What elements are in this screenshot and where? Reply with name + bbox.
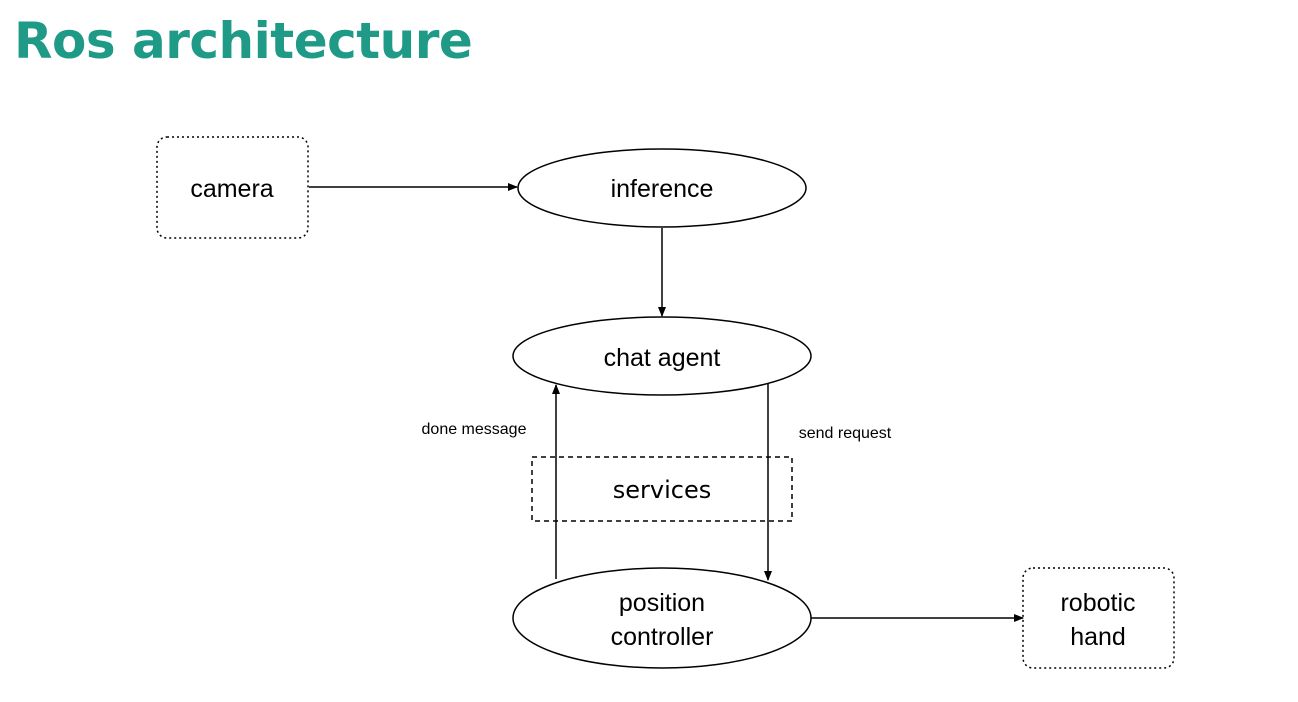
camera-label: camera — [190, 175, 273, 203]
robotic-hand-node-box — [1022, 567, 1175, 669]
robotic-hand-label-line1: robotic — [1060, 589, 1135, 617]
position-controller-label-line1: position — [619, 589, 705, 617]
send-request-label: send request — [799, 425, 892, 442]
camera-node-box — [156, 136, 309, 239]
done-message-label: done message — [422, 421, 527, 438]
robotic-hand-node: robotic hand — [1022, 567, 1175, 669]
chat-agent-node-shape — [512, 316, 812, 396]
slide-title: Ros architecture — [14, 12, 473, 70]
services-node-box — [531, 456, 793, 522]
robotic-hand-label-line2: hand — [1070, 623, 1126, 651]
services-node: services — [531, 456, 793, 522]
position-controller-label-line2: controller — [611, 623, 714, 651]
position-controller-node: position controller — [512, 567, 812, 669]
chat-agent-node: chat agent — [512, 316, 812, 396]
inference-node: inference — [517, 148, 807, 228]
position-controller-node-shape — [512, 567, 812, 669]
inference-label: inference — [611, 175, 714, 203]
chat-agent-label: chat agent — [604, 344, 721, 372]
inference-node-shape — [517, 148, 807, 228]
services-label: services — [613, 476, 711, 504]
camera-node: camera — [156, 136, 309, 239]
